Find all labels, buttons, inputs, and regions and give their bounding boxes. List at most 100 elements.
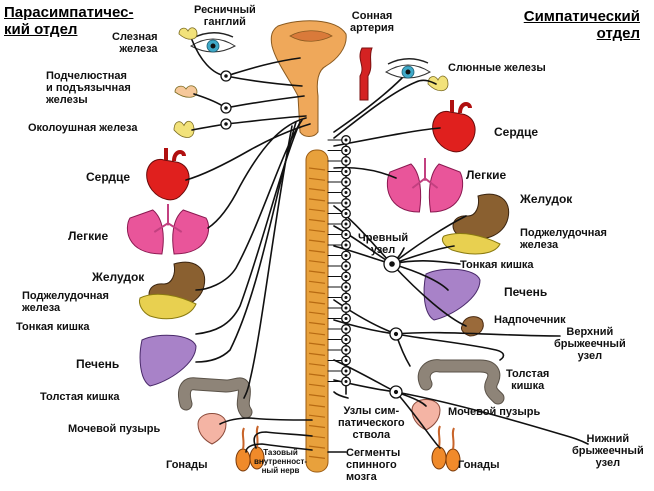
pelvic-nerve-label: Тазовый внутренност- ный нерв [254, 448, 308, 475]
nerve-pelvic-bladder [219, 417, 313, 425]
bladder-left-label: Мочевой пузырь [68, 423, 161, 435]
submandibular-glands-label: Подчелюстная и подъязычная железы [46, 70, 131, 106]
brain-fold [289, 30, 333, 42]
sympathetic-chain-node-core [344, 337, 348, 342]
stomach-left-label: Желудок [92, 270, 145, 284]
spinal-segment-stripe [308, 280, 326, 284]
lungs-right-label: Легкие [466, 168, 507, 182]
tear-gland-icon [178, 27, 198, 40]
sympathetic-chain-node-core [344, 222, 348, 226]
parasympathetic-ganglion-core [224, 106, 228, 110]
heart-right-label: Сердце [494, 125, 539, 139]
nerve-sup-mesenteric-colon [395, 333, 505, 361]
sympathetic-chain-node-core [344, 190, 348, 195]
sympathetic-chain-node-core [344, 379, 348, 384]
nerve-trunk-pointer [333, 391, 349, 399]
lungs-left-icon-right-lobe [172, 209, 210, 255]
pancreas-right-icon [441, 233, 501, 255]
eye-right-icon-pupil [405, 69, 411, 75]
spinal-segment-stripe [308, 260, 326, 264]
spinal-segment-stripe [308, 291, 326, 295]
nerve-sympathetic-eye [333, 77, 403, 133]
spinal-segment-stripe [308, 167, 326, 171]
inferior-mesenteric-label: Нижний брыжеечный узел [572, 433, 644, 469]
heart-right-icon [432, 110, 476, 153]
spinal-segments-label: Сегменты спинного мозга [346, 447, 401, 483]
spinal-segment-stripe [308, 301, 326, 305]
spinal-segment-stripe [308, 394, 326, 398]
heart-left-icon [146, 158, 190, 201]
stomach-right-icon [452, 193, 510, 240]
gonad-left-1-icon-duct [241, 427, 245, 450]
liver-right-icon [423, 268, 481, 321]
gonad-right-2-icon-duct [451, 427, 455, 450]
salivary-gland-right-icon [427, 75, 449, 92]
large-intestine-right-label: Толстая кишка [506, 368, 550, 392]
small-intestine-right-label: Тонкая кишка [460, 259, 534, 271]
large-intestine-left-label: Толстая кишка [40, 391, 120, 403]
spinal-segment-stripe [308, 424, 326, 429]
nerve-pelvic-gonad [253, 431, 313, 449]
sympathetic-chain-node-core [344, 211, 348, 216]
pancreas-right-label: Поджелудочная железа [520, 227, 607, 251]
sympathetic-chain-node-core [344, 264, 348, 268]
nerve-sympathetic-lungs [333, 166, 397, 179]
sympathetic-chain-node-core [344, 295, 348, 300]
spinal-cord [305, 149, 329, 473]
spinal-segment-stripe [308, 445, 326, 449]
nerve-inf-mesenteric-gonad [395, 391, 441, 449]
sympathetic-chain-node-core [344, 159, 348, 163]
nerve-celiac-small-intestine [391, 260, 461, 265]
gonad-right-1-icon-duct [437, 425, 441, 448]
spinal-segment-stripe [308, 373, 326, 377]
spinal-segment-stripe [308, 363, 326, 367]
nerve-sympathetic-salivary [333, 79, 437, 139]
nerve-submandibular [193, 93, 305, 109]
spinal-segment-stripe [308, 332, 326, 336]
sympathetic-chain-node-core [344, 180, 348, 184]
gonads-right-label: Гонады [458, 459, 500, 471]
lungs-left-icon-left-lobe [126, 209, 164, 255]
sympathetic-chain-node-core [344, 306, 348, 310]
nerve-pelvic-gonad-2 [245, 443, 313, 453]
eye-right-icon-brow [387, 58, 429, 65]
sympathetic-chain-node-core [344, 316, 348, 321]
brain [270, 20, 347, 137]
sympathetic-chain-node-core [344, 285, 348, 289]
lungs-right-icon-right-lobe [428, 163, 464, 213]
lungs-right-icon-trachea [411, 158, 439, 189]
spinal-segment-stripe [308, 249, 326, 253]
nerve-vagus-stomach [195, 119, 303, 291]
gonads-left-label: Гонады [166, 459, 208, 471]
nerve-vagus-liver [195, 121, 297, 363]
spinal-segment-stripe [308, 208, 326, 212]
spinal-segment-stripe [308, 198, 326, 202]
salivary-glands-label: Слюнные железы [448, 62, 546, 74]
heart-right-icon-vessels [450, 100, 472, 114]
gonad-right-1-icon [431, 446, 447, 470]
sympathetic-chain-node-core [344, 369, 348, 373]
spinal-segment-stripe [308, 270, 326, 274]
spinal-segment-stripe [308, 239, 326, 243]
spinal-segment-stripe [308, 321, 326, 326]
sympathetic-chain-node-core [344, 201, 348, 205]
liver-left-icon [139, 334, 197, 387]
liver-left-label: Печень [76, 357, 120, 371]
nerve-vagus-lungs [207, 117, 307, 229]
spinal-segment-stripe [308, 177, 326, 181]
small-intestine-left-label: Тонкая кишка [16, 321, 90, 333]
large-intestine-left-icon [178, 378, 252, 418]
pancreas-left-icon [139, 293, 197, 320]
tear-gland-label: Слезная железа [112, 31, 158, 55]
celiac-ganglion-core [389, 261, 395, 267]
sympathetic-chain-node-core [344, 243, 348, 247]
sympathetic-chain-node-core [344, 274, 348, 279]
sympathetic-chain-node-core [344, 348, 348, 352]
superior-mesenteric-ganglion-core [393, 331, 399, 337]
nerve-inf-mesenteric-pointer [395, 391, 589, 445]
lungs-left-label: Легкие [68, 229, 109, 243]
spinal-segment-stripe [308, 455, 326, 459]
bladder-left-icon [197, 413, 227, 445]
adrenal-label: Надпочечник [494, 314, 566, 326]
